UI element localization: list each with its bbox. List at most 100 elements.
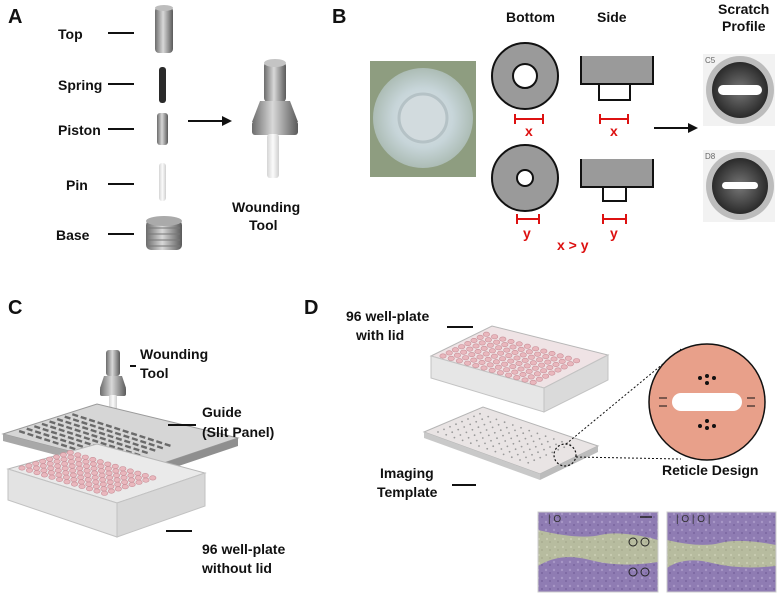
guide-slit <box>26 427 33 432</box>
well <box>76 465 84 471</box>
well <box>548 350 556 356</box>
template-dot <box>520 426 522 429</box>
well <box>497 350 505 356</box>
well <box>499 356 507 362</box>
well <box>556 353 564 359</box>
guide-slit <box>68 441 75 446</box>
guide-slit <box>155 440 163 445</box>
template-dot <box>505 426 508 429</box>
well <box>548 370 556 376</box>
well <box>542 373 550 379</box>
well <box>82 459 90 465</box>
well <box>52 454 60 460</box>
template-dot <box>511 424 514 426</box>
assembled-tool-label-line1: Wounding <box>232 199 300 215</box>
template-dot <box>563 446 566 449</box>
template-dot <box>538 437 541 440</box>
guide-slit <box>33 425 41 430</box>
template-dot <box>519 459 521 461</box>
profile-arrow-head <box>688 123 698 133</box>
well <box>533 371 541 377</box>
well <box>69 472 77 478</box>
guide-slit <box>115 436 123 441</box>
template-dot <box>555 443 557 446</box>
guide-slit <box>97 426 105 431</box>
well <box>458 344 466 350</box>
well <box>60 456 68 462</box>
template-dot <box>527 461 530 464</box>
template-dot <box>522 432 525 435</box>
guide-slit <box>130 432 138 437</box>
guide-slit <box>117 447 124 452</box>
guide-slit <box>139 439 147 444</box>
well <box>68 459 76 465</box>
template-dot <box>491 426 494 429</box>
template-dot <box>443 428 445 431</box>
template-label-line1: Imaging <box>380 465 434 481</box>
well <box>32 461 40 467</box>
guide-slit <box>56 417 64 423</box>
well <box>98 472 106 478</box>
well <box>47 470 55 476</box>
well <box>491 334 499 340</box>
template-dot <box>545 454 548 456</box>
guide-slit <box>35 435 43 440</box>
guide-slit <box>133 447 140 452</box>
well <box>529 379 537 385</box>
guide-slit <box>52 440 59 445</box>
guide-slit <box>124 444 132 449</box>
guide-slit <box>98 431 106 436</box>
part-piston-illustration <box>157 113 168 145</box>
guide-slit <box>148 442 155 447</box>
well-id-2: D8 <box>705 152 716 161</box>
panel-d-letter: D <box>304 297 318 319</box>
guide-slit <box>49 420 56 425</box>
template-dot <box>528 448 531 451</box>
template-dot <box>473 415 475 418</box>
template-dot <box>512 442 515 445</box>
template-dot <box>449 425 451 428</box>
well <box>511 369 519 375</box>
guide-slit <box>83 436 91 441</box>
plate-c-wells <box>18 450 157 496</box>
well <box>32 465 40 471</box>
panel-b-letter: B <box>332 6 346 28</box>
template-dot <box>534 445 537 448</box>
guide-slit <box>51 435 59 440</box>
part-base-illustration <box>146 216 182 250</box>
guide-slit <box>75 438 83 443</box>
guide-slit <box>59 433 66 438</box>
well <box>55 472 63 478</box>
well <box>97 463 105 469</box>
template-dot <box>540 443 543 446</box>
washer-side-view-x <box>580 56 654 101</box>
guide-slit <box>41 422 49 427</box>
template-dot <box>508 450 511 453</box>
template-dot <box>532 440 535 443</box>
template-dot <box>503 421 506 424</box>
well <box>53 458 61 464</box>
well <box>515 341 523 347</box>
part-spring-illustration <box>159 67 166 103</box>
well <box>532 346 540 352</box>
assembly-arrow-head <box>222 116 232 126</box>
template-dot <box>463 426 466 428</box>
well <box>484 356 492 362</box>
template-dot <box>479 412 481 415</box>
well <box>573 358 581 364</box>
guide-slit <box>34 430 42 435</box>
well <box>89 456 97 462</box>
well <box>119 466 127 472</box>
guide-slit <box>88 418 96 423</box>
template-dot <box>493 431 496 434</box>
washer-bottom-view-x <box>491 42 559 110</box>
guide-slit <box>90 428 97 433</box>
guide-slit <box>74 428 81 433</box>
plate-d-label-line2: with lid <box>355 327 404 343</box>
guide-slit <box>82 431 90 436</box>
well <box>521 357 529 363</box>
well <box>564 355 572 361</box>
well <box>535 376 543 382</box>
well <box>513 375 521 381</box>
